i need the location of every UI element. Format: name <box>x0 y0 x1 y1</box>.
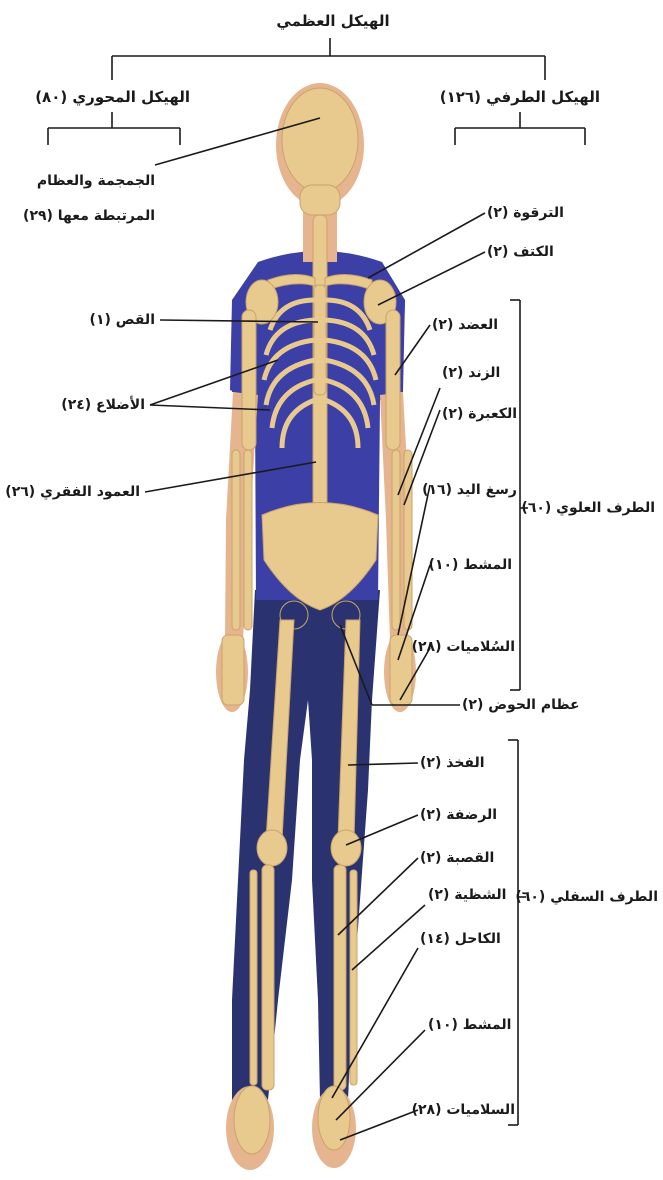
metacarpals-label: المشط (١٠) <box>432 556 512 574</box>
fibula-right <box>350 870 357 1085</box>
skull <box>282 88 358 192</box>
humerus-right <box>386 310 400 450</box>
metatarsals-label: المشط (١٠) <box>428 1016 513 1034</box>
upper-phalanges-label: السُلاميات (٢٨) <box>420 638 515 656</box>
patella-left <box>257 830 287 866</box>
diagram-title: الهيكل العظمي <box>258 12 408 30</box>
patella-label: الرضفة (٢) <box>420 806 510 824</box>
foot-bones-left <box>234 1086 270 1154</box>
patella-right <box>331 830 361 866</box>
clavicle-label: الترقوة (٢) <box>487 204 597 222</box>
forearm-bones-left-2 <box>244 450 252 630</box>
femur-label: الفخذ (٢) <box>420 754 500 772</box>
fibula-left <box>250 870 257 1085</box>
tibia-label: القصبة (٢) <box>420 849 510 867</box>
lower-phalanges-label: السلاميات (٢٨) <box>420 1101 515 1119</box>
upper-limb-label: الطرف العلوي (٦٠) <box>530 499 655 517</box>
scapula-label: الكتف (٢) <box>487 243 597 261</box>
forearm-bones-right-1 <box>392 450 400 630</box>
axial-title: الهيكل المحوري (٨٠) <box>30 88 190 106</box>
sternum-label: القص (١) <box>60 311 155 329</box>
hand-bones-right <box>390 635 412 705</box>
tibia-right <box>334 865 346 1090</box>
radius-label: الكعبرة (٢) <box>442 405 517 423</box>
tarsals-label: الكاحل (١٤) <box>420 930 510 948</box>
ribs-label: الأضلاع (٢٤) <box>30 396 145 414</box>
lower-limb-label: الطرف السفلي (٦٠) <box>528 888 658 906</box>
vertebral-label: العمود الفقري (٢٦) <box>5 483 140 501</box>
appendicular-title: الهيكل الطرفي (١٢٦) <box>430 88 600 106</box>
tibia-left <box>262 865 274 1090</box>
fibula-label: الشظية (٢) <box>428 886 513 904</box>
pelvic-label: عظام الحوض (٢) <box>462 696 582 714</box>
skull-label-line1: الجمجمة والعظام <box>15 172 155 190</box>
carpals-label: رسغ اليد (١٦) <box>432 481 517 499</box>
humerus-left <box>242 310 256 450</box>
skull-label-line2: المرتبطة معها (٢٩) <box>15 207 155 225</box>
sternum <box>314 285 326 395</box>
ulna-label: الزند (٢) <box>442 364 512 382</box>
jaw <box>300 185 340 215</box>
humerus-label: العضد (٢) <box>432 316 512 334</box>
hand-bones-left <box>222 635 244 705</box>
